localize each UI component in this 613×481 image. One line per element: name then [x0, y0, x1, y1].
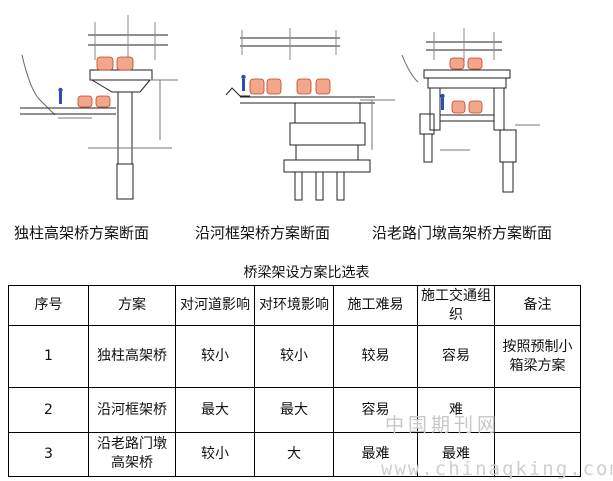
table-cell: 最难 [333, 431, 418, 478]
header-cell: 备注 [494, 285, 581, 326]
table-cell: 2 [8, 387, 89, 433]
table-cell: 最大 [254, 387, 334, 433]
header-cell: 对环境影响 [254, 285, 334, 326]
watermark-url: www.chinaqking.com [381, 458, 613, 480]
table-cell: 最难 [417, 431, 495, 478]
gate-pier-viaduct-drawing [401, 28, 540, 193]
watermark-site-name: 中国期刊网 [385, 414, 501, 436]
table-header-row: 序号 方案 对河道影响 对环境影响 施工难易 施工交通组织 备注 [8, 285, 581, 326]
table-title: 桥梁架设方案比选表 [243, 265, 370, 281]
river-frame-bridge-drawing [225, 28, 395, 201]
table-cell: 沿老路门墩高架桥 [88, 431, 176, 478]
caption-single-column-viaduct: 独柱高架桥方案断面 [14, 224, 150, 242]
table-cell: 1 [8, 324, 89, 389]
header-cell: 序号 [8, 285, 89, 326]
table-cell: 难 [417, 387, 495, 433]
header-cell: 施工交通组织 [417, 285, 495, 326]
table-cell: 较小 [175, 431, 255, 478]
table-cell: 容易 [417, 324, 495, 389]
header-cell: 对河道影响 [175, 285, 255, 326]
table-cell: 独柱高架桥 [88, 324, 176, 389]
single-column-viaduct-drawing [20, 15, 178, 200]
table-cell: 最大 [175, 387, 255, 433]
table-cell: 较小 [254, 324, 334, 389]
table-cell [494, 431, 581, 478]
table-cell [494, 387, 581, 433]
table-cell: 按照预制小箱梁方案 [494, 324, 581, 389]
table-cell: 大 [254, 431, 334, 478]
table-row: 3 沿老路门墩高架桥 较小 大 最难 最难 [8, 431, 581, 478]
comparison-table: 序号 方案 对河道影响 对环境影响 施工难易 施工交通组织 备注 1 独柱高架桥… [8, 285, 581, 478]
vehicle-symbols [58, 56, 483, 114]
table-cell: 3 [8, 431, 89, 478]
caption-river-frame-bridge: 沿河框架桥方案断面 [195, 224, 331, 242]
table-cell: 容易 [333, 387, 418, 433]
caption-gate-pier-viaduct: 沿老路门墩高架桥方案断面 [372, 224, 553, 242]
table-row: 1 独柱高架桥 较小 较小 较易 容易 按照预制小箱梁方案 [8, 324, 581, 389]
header-cell: 方案 [88, 285, 176, 326]
table-cell: 较易 [333, 324, 418, 389]
table-cell: 沿河框架桥 [88, 387, 176, 433]
table-cell: 较小 [175, 324, 255, 389]
bridge-cross-section-figure [20, 15, 540, 201]
header-cell: 施工难易 [333, 285, 418, 326]
